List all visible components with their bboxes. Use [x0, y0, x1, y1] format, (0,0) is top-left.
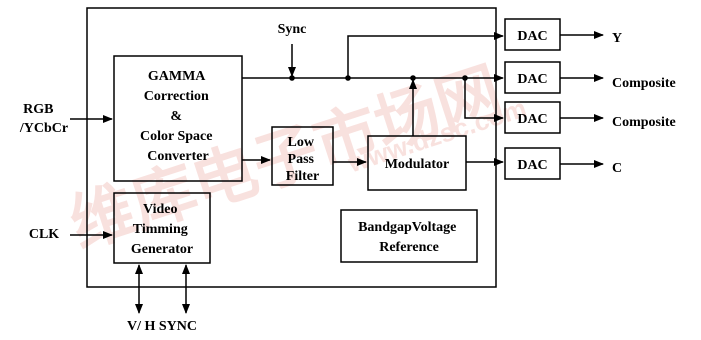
modulator-block [367, 135, 467, 191]
bandgap-reference-block [340, 209, 478, 263]
junction-dots [289, 75, 468, 81]
dac-composite-1-label: DAC [517, 72, 547, 87]
junction-dot [462, 75, 468, 81]
composite-2-branch-arrow [464, 78, 504, 122]
timing-block-label: Video Timming Generator [131, 202, 193, 257]
junction-dot [410, 75, 416, 81]
gamma-color-space-block [113, 55, 243, 182]
gamma-block-label: GAMMA Correction & Color Space Converter [140, 69, 216, 164]
chip-boundary [86, 7, 497, 288]
vh-sync-label: V/ H SYNC [127, 319, 197, 334]
junction-dot [289, 75, 295, 81]
output-composite-1-label: Composite [612, 76, 676, 91]
output-y-label: Y [612, 31, 622, 46]
y-branch-arrow [347, 32, 504, 78]
video-timing-generator-block [113, 192, 211, 264]
sync-label: Sync [278, 22, 307, 37]
output-composite-2-label: Composite [612, 115, 676, 130]
output-c-label: C [612, 161, 622, 176]
modulator-label: Modulator [385, 157, 450, 172]
signal-wires [70, 31, 604, 314]
dac-y-label: DAC [517, 29, 547, 44]
junction-dot [345, 75, 351, 81]
low-pass-filter-block [271, 126, 334, 186]
clk-input-label: CLK [29, 227, 59, 242]
lpf-block-label: Low Pass Filter [286, 135, 319, 184]
dac-composite-2-label: DAC [517, 112, 547, 127]
rgb-input-label: RGB /YCbCr [19, 102, 68, 136]
bandgap-block-label: BandgapVoltage Reference [358, 220, 460, 255]
dac-c-label: DAC [517, 158, 547, 173]
